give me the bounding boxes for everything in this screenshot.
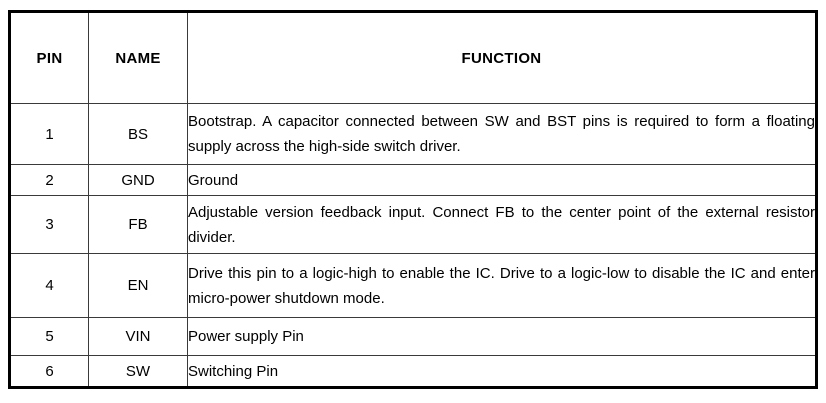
pin-function: Switching Pin — [187, 355, 817, 388]
pin-function: Adjustable version feedback input. Conne… — [187, 195, 817, 254]
pin-function-table: PIN NAME FUNCTION 1 BS Bootstrap. A capa… — [8, 10, 818, 389]
table-header-row: PIN NAME FUNCTION — [9, 11, 817, 104]
pin-number: 1 — [9, 103, 89, 165]
pin-name: GND — [88, 164, 188, 196]
table-row: 1 BS Bootstrap. A capacitor connected be… — [9, 103, 817, 165]
column-header-name: NAME — [88, 11, 188, 104]
table-row: 3 FB Adjustable version feedback input. … — [9, 195, 817, 254]
pin-name: VIN — [88, 317, 188, 356]
table-row: 4 EN Drive this pin to a logic-high to e… — [9, 253, 817, 318]
pin-name: BS — [88, 103, 188, 165]
table-row: 2 GND Ground — [9, 164, 817, 196]
pin-function: Drive this pin to a logic-high to enable… — [187, 253, 817, 318]
column-header-function: FUNCTION — [187, 11, 817, 104]
pin-number: 3 — [9, 195, 89, 254]
pin-function: Ground — [187, 164, 817, 196]
table-row: 5 VIN Power supply Pin — [9, 317, 817, 356]
pin-function: Bootstrap. A capacitor connected between… — [187, 103, 817, 165]
pin-number: 5 — [9, 317, 89, 356]
pin-name: EN — [88, 253, 188, 318]
pin-function-table-container: PIN NAME FUNCTION 1 BS Bootstrap. A capa… — [8, 10, 818, 389]
pin-name: FB — [88, 195, 188, 254]
pin-function: Power supply Pin — [187, 317, 817, 356]
pin-number: 2 — [9, 164, 89, 196]
pin-number: 6 — [9, 355, 89, 388]
column-header-pin: PIN — [9, 11, 89, 104]
table-row: 6 SW Switching Pin — [9, 355, 817, 388]
pin-number: 4 — [9, 253, 89, 318]
pin-name: SW — [88, 355, 188, 388]
